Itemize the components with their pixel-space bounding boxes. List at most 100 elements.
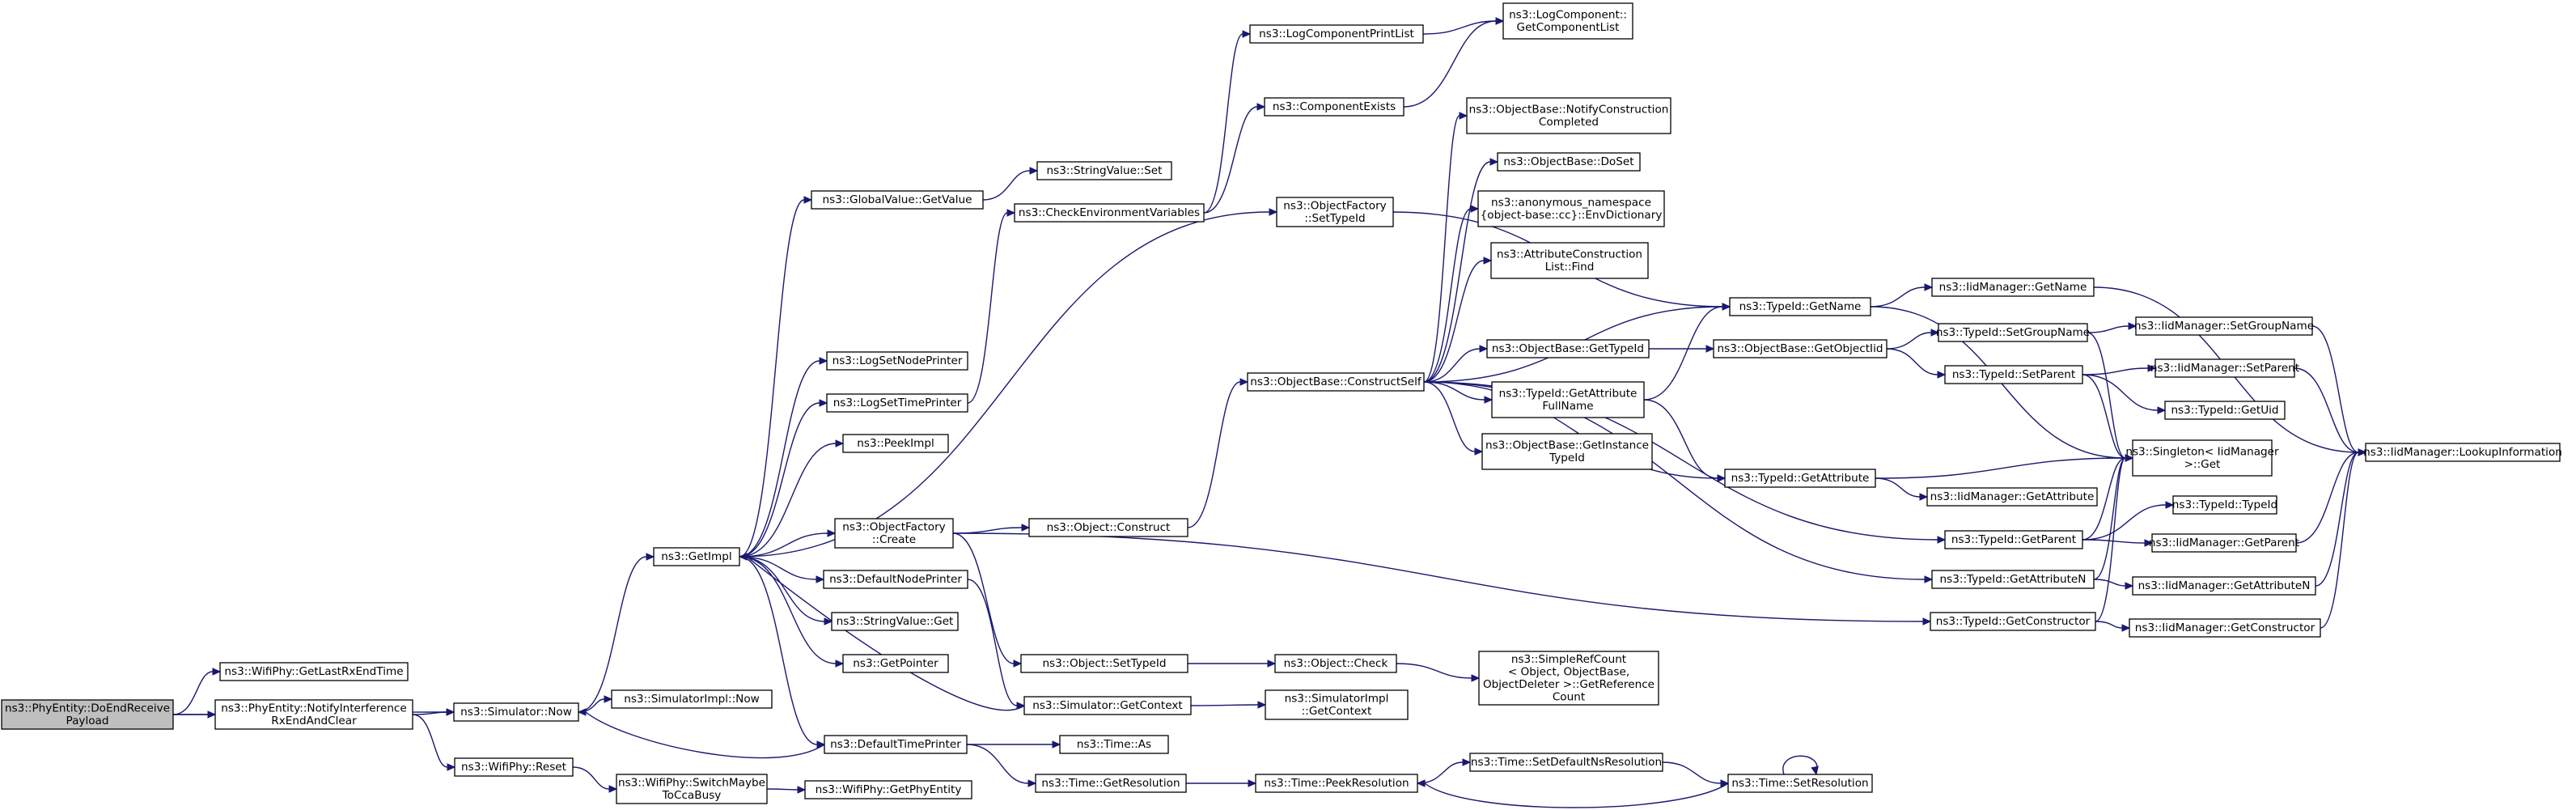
node-label: TypeId (1549, 452, 1585, 464)
node-box (1944, 530, 2083, 549)
node-box (1713, 339, 1888, 358)
call-edge (585, 711, 825, 759)
function-node-ob-get-object-iid[interactable]: ns3::ObjectBase::GetObjectIid (1713, 339, 1888, 358)
function-node-sim-impl-now[interactable]: ns3::SimulatorImpl::Now (611, 689, 773, 709)
call-edge (2082, 374, 2159, 411)
call-edge (967, 579, 1018, 706)
function-node-set-default-ns-res[interactable]: ns3::Time::SetDefaultNsResolution (1469, 753, 1663, 772)
node-label: ns3::TypeId::GetConstructor (1936, 615, 2091, 628)
function-node-tid-type-id[interactable]: ns3::TypeId::TypeId (2172, 495, 2277, 515)
node-box (1478, 651, 1659, 706)
function-node-sim-get-context[interactable]: ns3::Simulator::GetContext (1023, 696, 1192, 715)
function-node-ob-get-type-id[interactable]: ns3::ObjectBase::GetTypeId (1486, 339, 1650, 358)
node-label: ns3::CheckEnvironmentVariables (1019, 206, 1200, 219)
node-label: ns3::GetPointer (853, 657, 938, 670)
edge-arrowhead (1013, 659, 1023, 668)
node-label: ns3::ObjectBase::GetObjectIid (1718, 342, 1883, 355)
function-node-get-pointer[interactable]: ns3::GetPointer (842, 654, 949, 673)
edge-arrowhead (1722, 303, 1731, 311)
function-node-check-env[interactable]: ns3::CheckEnvironmentVariables (1014, 203, 1205, 223)
function-node-iid-lookup[interactable]: ns3::IidManager::LookupInformation (2363, 443, 2562, 462)
edge-arrowhead (2358, 448, 2367, 456)
function-node-iid-get-attribute[interactable]: ns3::IidManager::GetAttribute (1926, 487, 2098, 507)
function-node-of-set-type-id[interactable]: ns3::ObjectFactory::SetTypeId (1276, 197, 1394, 227)
function-node-default-node-printer[interactable]: ns3::DefaultNodePrinter (823, 570, 968, 589)
edge-arrowhead (212, 668, 222, 676)
function-node-time-as[interactable]: ns3::Time::As (1059, 735, 1169, 754)
function-node-construct-self[interactable]: ns3::ObjectBase::ConstructSelf (1247, 372, 1425, 392)
function-node-string-value-get[interactable]: ns3::StringValue::Get (831, 612, 959, 631)
function-node-peek-resolution[interactable]: ns3::Time::PeekResolution (1255, 774, 1418, 793)
node-box (2135, 316, 2313, 336)
function-node-default-time-printer[interactable]: ns3::DefaultTimePrinter (824, 735, 968, 754)
function-node-tid-set-group-name[interactable]: ns3::TypeId::SetGroupName (1936, 323, 2090, 342)
call-edge (1403, 20, 1497, 108)
edge-arrowhead (1248, 779, 1257, 787)
node-label: ns3::WifiPhy::Reset (461, 761, 566, 774)
function-node-tid-get-attribute-n[interactable]: ns3::TypeId::GetAttributeN (1931, 570, 2095, 589)
function-node-do-set[interactable]: ns3::ObjectBase::DoSet (1497, 152, 1641, 172)
function-node-time-set-resolution[interactable]: ns3::Time::SetResolution (1727, 774, 1873, 793)
function-node-get-impl[interactable]: ns3::GetImpl (653, 547, 740, 566)
function-node-tid-get-uid[interactable]: ns3::TypeId::GetUid (2164, 401, 2286, 420)
function-node-iid-set-parent[interactable]: ns3::IidManager::SetParent (2150, 358, 2299, 378)
edge-arrowhead (1239, 378, 1249, 386)
function-node-notify-construction[interactable]: ns3::ObjectBase::NotifyConstructionCompl… (1466, 97, 1671, 134)
function-node-get-phy-entity[interactable]: ns3::WifiPhy::GetPhyEntity (804, 780, 972, 799)
function-node-object-construct[interactable]: ns3::Object::Construct (1028, 518, 1188, 537)
function-node-tid-get-constructor[interactable]: ns3::TypeId::GetConstructor (1930, 612, 2096, 631)
function-node-log-set-node-printer[interactable]: ns3::LogSetNodePrinter (826, 351, 968, 371)
function-node-object-check[interactable]: ns3::Object::Check (1274, 654, 1397, 673)
node-label: ns3::ObjectBase::DoSet (1503, 155, 1633, 168)
node-label: ns3::IidManager::SetParent (2150, 362, 2299, 375)
function-node-iid-get-attribute-n[interactable]: ns3::IidManager::GetAttributeN (2132, 576, 2316, 596)
function-node-object-set-type-id[interactable]: ns3::Object::SetTypeId (1020, 654, 1188, 673)
function-node-iid-get-name[interactable]: ns3::IidManager::GetName (1931, 278, 2095, 297)
function-node-wifi-reset[interactable]: ns3::WifiPhy::Reset (454, 757, 574, 777)
node-label: ns3::Simulator::GetContext (1032, 699, 1183, 712)
node-label: ns3::WifiPhy::SwitchMaybe (618, 776, 765, 789)
function-node-iid-set-group-name[interactable]: ns3::IidManager::SetGroupName (2134, 316, 2314, 336)
function-node-of-create[interactable]: ns3::ObjectFactory::Create (834, 518, 954, 549)
function-node-tid-get-parent[interactable]: ns3::TypeId::GetParent (1944, 530, 2083, 549)
function-node-singleton-get[interactable]: ns3::Singleton< IidManager>::Get (2125, 439, 2279, 477)
call-edge (739, 199, 805, 558)
node-label: ns3::ObjectBase::NotifyConstruction (1469, 103, 1669, 116)
function-node-time-get-resolution[interactable]: ns3::Time::GetResolution (1035, 774, 1187, 793)
function-node-tid-get-name[interactable]: ns3::TypeId::GetName (1729, 297, 1871, 316)
function-node-component-exists[interactable]: ns3::ComponentExists (1264, 97, 1405, 117)
function-node-simple-ref-count[interactable]: ns3::SimpleRefCount< Object, ObjectBase,… (1478, 651, 1659, 706)
node-box (842, 654, 949, 673)
function-node-tid-get-attribute[interactable]: ns3::TypeId::GetAttribute (1724, 469, 1876, 488)
node-box (811, 190, 984, 210)
function-node-iid-get-parent[interactable]: ns3::IidManager::GetParent (2149, 533, 2299, 553)
function-node-string-value-set[interactable]: ns3::StringValue::Set (1036, 161, 1172, 180)
node-box (1249, 24, 1424, 44)
function-node-log-set-time-printer[interactable]: ns3::LogSetTimePrinter (826, 393, 968, 413)
function-node-notify-interference[interactable]: ns3::PhyEntity::NotifyInterferenceRxEndA… (214, 699, 413, 730)
function-node-log-comp-get-list[interactable]: ns3::LogComponent::GetComponentList (1502, 2, 1633, 40)
edge-arrowhead (2125, 582, 2134, 590)
node-label: ns3::WifiPhy::GetPhyEntity (816, 783, 962, 796)
function-node-sim-now[interactable]: ns3::Simulator::Now (453, 702, 579, 722)
function-node-global-get-value[interactable]: ns3::GlobalValue::GetValue (811, 190, 984, 210)
function-node-iid-get-constructor[interactable]: ns3::IidManager::GetConstructor (2129, 618, 2321, 638)
call-edge (1423, 115, 1460, 383)
call-edges (172, 17, 2367, 808)
function-node-log-comp-print-list[interactable]: ns3::LogComponentPrintList (1249, 24, 1424, 44)
function-node-env-dictionary[interactable]: ns3::anonymous_namespace{object-base::cc… (1477, 190, 1665, 227)
function-node-get-last-rx-end-time[interactable]: ns3::WifiPhy::GetLastRxEndTime (219, 662, 409, 681)
edge-arrowhead (1257, 701, 1267, 709)
function-node-sim-impl-get-context[interactable]: ns3::SimulatorImpl::GetContext (1265, 689, 1409, 720)
function-node-peek-impl[interactable]: ns3::PeekImpl (842, 434, 949, 453)
node-box (1255, 774, 1418, 793)
function-node-tid-set-parent[interactable]: ns3::TypeId::SetParent (1944, 365, 2083, 384)
edge-arrowhead (1924, 575, 1934, 583)
node-label: ns3::DefaultNodePrinter (829, 573, 962, 586)
